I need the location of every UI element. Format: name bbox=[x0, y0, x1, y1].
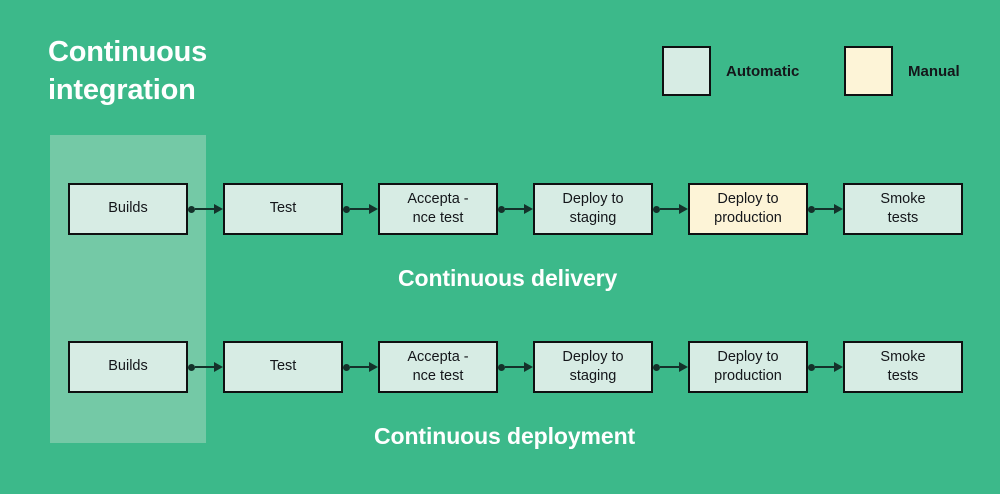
pipeline-node-label-line-1: Builds bbox=[108, 358, 148, 375]
connector-arrowhead-icon bbox=[524, 204, 533, 214]
connector-line bbox=[660, 208, 679, 210]
legend-swatch-manual-icon bbox=[844, 46, 893, 96]
connector-arrowhead-icon bbox=[834, 362, 843, 372]
pipeline-node[interactable]: Test bbox=[223, 341, 343, 393]
connector-source-dot-icon bbox=[188, 363, 195, 371]
page-title: Continuous integration bbox=[48, 33, 348, 110]
pipeline-node-label-line-2: nce test bbox=[412, 210, 464, 226]
connector-arrowhead-icon bbox=[679, 362, 688, 372]
legend-item-manual: Manual bbox=[844, 46, 960, 96]
connector-line bbox=[505, 208, 524, 210]
pipeline-node-label-line-2: tests bbox=[887, 368, 919, 384]
pipeline-node-label-line-2: production bbox=[714, 210, 782, 226]
connector-source-dot-icon bbox=[498, 363, 505, 371]
pipeline-node[interactable]: Deploy to staging bbox=[533, 183, 653, 235]
pipeline-arrow-connector-icon bbox=[808, 203, 843, 215]
pipeline-node[interactable]: Deploy to production bbox=[688, 183, 808, 235]
pipeline-arrow-connector-icon bbox=[343, 361, 378, 373]
connector-arrowhead-icon bbox=[369, 362, 378, 372]
pipeline-node-label-line-1: Test bbox=[269, 358, 297, 375]
connector-line bbox=[660, 366, 679, 368]
connector-arrowhead-icon bbox=[214, 362, 223, 372]
continuous-integration-highlight-band bbox=[50, 135, 206, 443]
connector-arrowhead-icon bbox=[524, 362, 533, 372]
pipeline-node-label-line-1: Deploy to bbox=[562, 348, 624, 365]
pipeline-node[interactable]: Smoke tests bbox=[843, 341, 963, 393]
pipeline-node-label-line-1: Accepta - bbox=[407, 190, 469, 207]
connector-arrowhead-icon bbox=[679, 204, 688, 214]
pipeline-node-label-line-1: Accepta - bbox=[407, 348, 469, 365]
legend-label-manual: Manual bbox=[908, 62, 960, 80]
connector-line bbox=[815, 208, 834, 210]
pipeline-node-label-line-2: staging bbox=[569, 368, 617, 384]
pipeline-node[interactable]: Test bbox=[223, 183, 343, 235]
legend-item-automatic: Automatic bbox=[662, 46, 799, 96]
pipeline-arrow-connector-icon bbox=[653, 361, 688, 373]
caption-continuous-deployment: Continuous deployment bbox=[374, 423, 636, 449]
connector-line bbox=[350, 208, 369, 210]
pipeline-node-label-line-1: Smoke bbox=[880, 348, 926, 365]
connector-line bbox=[350, 366, 369, 368]
connector-arrowhead-icon bbox=[214, 204, 223, 214]
connector-line bbox=[195, 366, 214, 368]
pipeline-node[interactable]: Builds bbox=[68, 183, 188, 235]
legend-label-automatic: Automatic bbox=[726, 62, 800, 80]
page-title-line-2: integration bbox=[48, 74, 196, 107]
pipeline-node-label-line-1: Deploy to bbox=[717, 348, 779, 365]
pipeline-node-label-line-2: staging bbox=[569, 210, 617, 226]
pipeline-node[interactable]: Accepta - nce test bbox=[378, 341, 498, 393]
connector-arrowhead-icon bbox=[834, 204, 843, 214]
connector-arrowhead-icon bbox=[369, 204, 378, 214]
pipeline-node[interactable]: Deploy to production bbox=[688, 341, 808, 393]
connector-source-dot-icon bbox=[188, 205, 195, 213]
connector-source-dot-icon bbox=[653, 363, 660, 371]
pipeline-node-label-line-1: Builds bbox=[108, 200, 148, 217]
pipeline-node-label-line-2: production bbox=[714, 368, 782, 384]
connector-source-dot-icon bbox=[498, 205, 505, 213]
pipeline-arrow-connector-icon bbox=[188, 203, 223, 215]
pipeline-node[interactable]: Builds bbox=[68, 341, 188, 393]
connector-line bbox=[505, 366, 524, 368]
caption-continuous-delivery: Continuous delivery bbox=[398, 265, 618, 291]
pipeline-arrow-connector-icon bbox=[188, 361, 223, 373]
pipeline-arrow-connector-icon bbox=[653, 203, 688, 215]
pipeline-node-label-line-1: Deploy to bbox=[562, 190, 624, 207]
pipeline-arrow-connector-icon bbox=[808, 361, 843, 373]
pipeline-node-label-line-1: Deploy to bbox=[717, 190, 779, 207]
pipeline-node-label-line-2: tests bbox=[887, 210, 919, 226]
connector-source-dot-icon bbox=[653, 205, 660, 213]
connector-line bbox=[195, 208, 214, 210]
pipeline-arrow-connector-icon bbox=[498, 361, 533, 373]
legend-swatch-automatic-icon bbox=[662, 46, 711, 96]
pipeline-node[interactable]: Accepta - nce test bbox=[378, 183, 498, 235]
pipeline-arrow-connector-icon bbox=[343, 203, 378, 215]
pipeline-node-label-line-1: Test bbox=[269, 200, 297, 217]
pipeline-node[interactable]: Deploy to staging bbox=[533, 341, 653, 393]
connector-line bbox=[815, 366, 834, 368]
pipeline-node[interactable]: Smoke tests bbox=[843, 183, 963, 235]
pipeline-node-label-line-2: nce test bbox=[412, 368, 464, 384]
pipeline-arrow-connector-icon bbox=[498, 203, 533, 215]
connector-source-dot-icon bbox=[808, 205, 815, 213]
pipeline-node-label-line-1: Smoke bbox=[880, 190, 926, 207]
connector-source-dot-icon bbox=[343, 205, 350, 213]
connector-source-dot-icon bbox=[808, 363, 815, 371]
page-title-line-1: Continuous bbox=[48, 36, 208, 68]
connector-source-dot-icon bbox=[343, 363, 350, 371]
